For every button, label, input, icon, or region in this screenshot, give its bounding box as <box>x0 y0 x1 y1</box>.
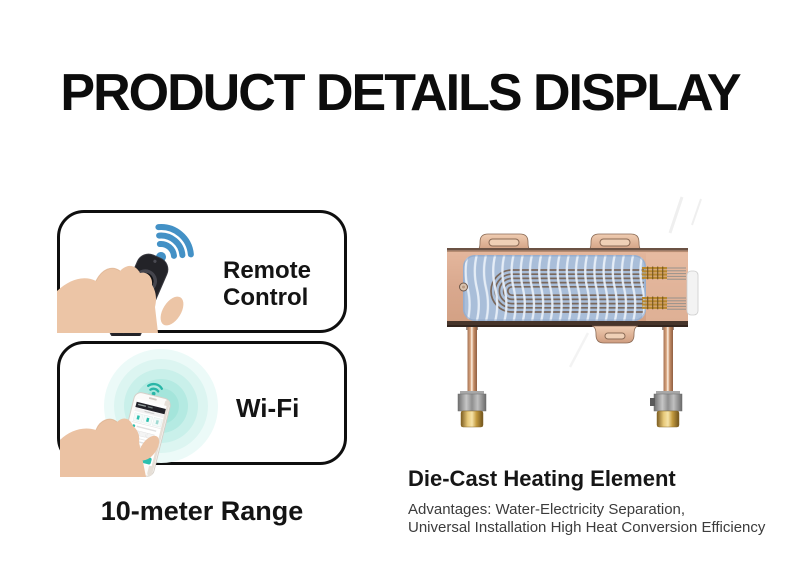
heating-element-illustration <box>447 196 702 428</box>
product-advantages-line1: Advantages: Water-Electricity Separation… <box>408 501 686 518</box>
wifi-small-icon <box>147 382 163 396</box>
hand-image <box>57 265 184 333</box>
remote-control-card: Remote Control <box>57 210 347 336</box>
background-sheen <box>568 196 702 368</box>
wifi-card: Wi-Fi <box>57 341 347 477</box>
hand-image <box>60 418 160 477</box>
product-advantages-line2: Universal Installation High Heat Convers… <box>408 519 766 536</box>
page-title: PRODUCT DETAILS DISPLAY <box>60 64 741 122</box>
wifi-card-label: Wi-Fi <box>236 393 300 423</box>
heating-coil <box>463 255 646 321</box>
pipe-fittings <box>457 391 683 428</box>
left-ring-fitting <box>459 282 468 292</box>
range-label: 10-meter Range <box>100 496 304 526</box>
remote-control-photo <box>57 224 194 336</box>
end-cap <box>686 270 699 316</box>
remote-card-label: Remote Control <box>223 257 312 311</box>
product-heading: Die-Cast Heating Element <box>408 466 676 491</box>
mounting-tab-bottom <box>591 325 639 344</box>
product-info: Die-Cast Heating Element Advantages: Wat… <box>408 466 788 537</box>
heating-rods <box>642 266 686 310</box>
wifi-phone-photo <box>60 349 218 477</box>
copper-pipes <box>466 327 674 395</box>
mounting-tabs-top <box>475 233 644 252</box>
